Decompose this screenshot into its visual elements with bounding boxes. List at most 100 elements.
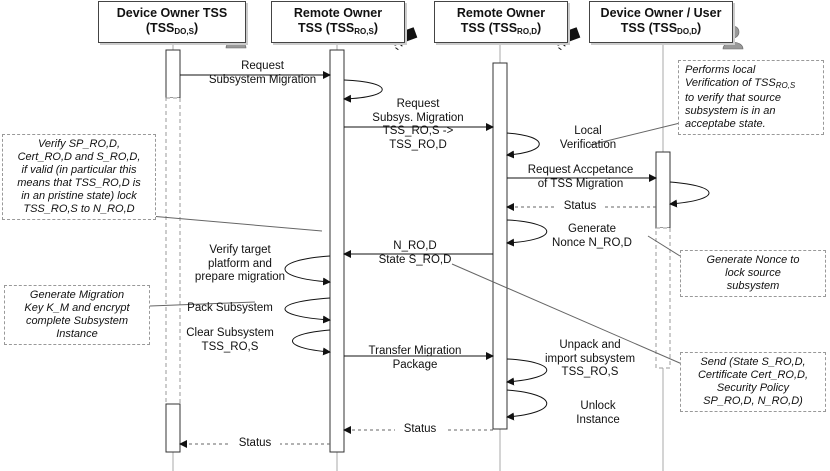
loop-dou-acceptance xyxy=(669,181,710,208)
label-pack-subsystem: Pack Subsystem xyxy=(187,302,273,314)
label-line: TSS_RO,D xyxy=(389,138,447,151)
loop-ro-d-local-verification xyxy=(506,132,540,159)
subtitle-pre: TSS (TSS xyxy=(298,21,355,35)
participant-subtitle: TSS (TSSRO,S) xyxy=(272,21,404,39)
activation-do-dashed xyxy=(165,97,181,405)
participant-title: Remote Owner xyxy=(293,6,383,20)
label-generate-nonce: Generate Nonce N_RO,D xyxy=(542,223,642,250)
participant-title: Device Owner TSS xyxy=(116,6,228,20)
note-sub: RO,S xyxy=(775,81,796,90)
note-line: complete Subsystem xyxy=(25,315,129,327)
loop-ro-d-unpack xyxy=(506,358,548,386)
label-line: TSS_RO,S xyxy=(561,366,619,378)
subtitle-post: ) xyxy=(373,21,378,35)
label-transfer-migration: Transfer Migration Package xyxy=(350,345,480,372)
connector-verify-sp xyxy=(149,215,323,232)
label-line: TSS_RO,S -> xyxy=(382,125,454,137)
label-line: Subsys. Migration xyxy=(372,111,464,124)
label-status-3: Status xyxy=(230,437,280,451)
label-clear-subsystem: Clear Subsystem TSS_RO,S xyxy=(180,327,280,354)
connector-generate-key xyxy=(149,301,256,307)
note-line: in an pristine state) lock xyxy=(21,190,137,202)
label-unlock-instance: Unlock Instance xyxy=(558,400,638,427)
participant-title: Remote Owner xyxy=(456,6,546,20)
note-line: SP_RO,D, N_RO,D) xyxy=(703,395,803,407)
activation-dou xyxy=(655,151,671,229)
label-line: Subsystem Migration xyxy=(208,73,317,86)
label-line: Request Accpetance xyxy=(527,164,634,176)
note-line: acceptabe state. xyxy=(685,118,766,130)
label-unpack-import: Unpack and import subsystem TSS_RO,S xyxy=(530,339,650,380)
loop-ro-s-clear xyxy=(292,329,331,356)
subtitle-sub: DO,S xyxy=(174,27,194,36)
loop-ro-d-generate-nonce xyxy=(506,219,548,247)
subtitle-sub: DO,D xyxy=(677,27,698,36)
note-line: Send (State S_RO,D, xyxy=(700,356,806,368)
note-line: Key K_M and encrypt xyxy=(24,302,130,314)
participant-subtitle: TSS (TSSDO,D) xyxy=(590,21,732,39)
label-line: State S_RO,D xyxy=(378,253,452,266)
subtitle-pre: TSS (TSS xyxy=(460,21,518,35)
loop-ro-s-after-request xyxy=(343,79,383,103)
connector-local-verif xyxy=(589,122,681,146)
note-line: Certificate Cert_RO,D, xyxy=(697,369,809,381)
label-line: Transfer Migration xyxy=(368,345,462,357)
label-line: Instance xyxy=(576,413,620,426)
label-local-verification: Local Verification xyxy=(548,125,628,152)
note-line: Instance xyxy=(56,328,98,340)
subtitle-sub: RO,D xyxy=(517,27,538,36)
note-line: subsystem is in an xyxy=(685,105,776,117)
label-line: Unlock xyxy=(580,400,616,412)
activation-ro-d xyxy=(492,62,508,430)
note-line: Verify SP_RO,D, xyxy=(37,138,121,150)
note-line: if valid (in particular this xyxy=(21,164,137,176)
label-verify-target: Verify target platform and prepare migra… xyxy=(185,244,295,285)
activation-do-top xyxy=(165,49,181,99)
connector-generate-nonce xyxy=(647,235,681,257)
participant-title: Device Owner / User xyxy=(600,6,722,20)
label-line: import subsystem xyxy=(544,352,636,365)
label-nro-state: N_RO,D State S_RO,D xyxy=(365,240,465,267)
label-request-subsystem-migration: Request Subsystem Migration xyxy=(190,60,335,87)
subtitle-pre: (TSS xyxy=(145,21,175,35)
subtitle-post: ) xyxy=(193,21,199,35)
subtitle-post: ) xyxy=(697,21,702,35)
label-request-subsys-migration: Request Subsys. Migration TSS_RO,S -> TS… xyxy=(348,98,488,152)
label-status-1: Status xyxy=(555,200,605,214)
label-line: Local xyxy=(574,125,602,137)
note-line: lock source xyxy=(725,267,781,279)
label-line: Request xyxy=(241,60,284,72)
label-line: Nonce N_RO,D xyxy=(552,236,632,249)
note-generate-key: Generate Migration Key K_M and encrypt c… xyxy=(4,285,150,345)
label-line: Verify target xyxy=(209,244,271,256)
subtitle-pre: TSS (TSS xyxy=(620,21,678,35)
label-line: platform and xyxy=(208,257,272,270)
loop-ro-s-pack xyxy=(284,297,331,324)
participant-remote-owner-tss-s: Remote Owner TSS (TSSRO,S) xyxy=(271,1,405,43)
participant-subtitle: (TSSDO,S) xyxy=(99,21,245,39)
note-verify-sp: Verify SP_RO,D, Cert_RO,D and S_RO,D, if… xyxy=(2,134,156,220)
label-line: N_RO,D xyxy=(393,240,437,252)
label-line: Generate xyxy=(568,223,616,235)
note-line: means that TSS_RO,D is xyxy=(17,177,141,189)
loop-ro-d-unlock xyxy=(506,389,548,421)
note-line: Generate Migration xyxy=(29,289,125,301)
label-line: Package xyxy=(392,358,438,371)
note-send-state: Send (State S_RO,D, Certificate Cert_RO,… xyxy=(680,352,826,412)
label-status-2: Status xyxy=(395,423,445,437)
label-line: prepare migration xyxy=(194,271,286,283)
loop-ro-s-verify-target xyxy=(284,255,331,286)
note-line: TSS_RO,S to N_RO,D xyxy=(23,203,135,215)
note-line: subsystem xyxy=(726,280,780,292)
subtitle-sub: RO,S xyxy=(354,27,374,36)
note-line: Performs local xyxy=(685,64,756,76)
activation-ro-s xyxy=(329,49,345,453)
note-line: Generate Nonce to xyxy=(706,254,800,266)
label-line: Unpack and xyxy=(559,339,621,351)
label-line: Clear Subsystem xyxy=(186,327,274,339)
activation-dou-dashed xyxy=(655,227,671,369)
participant-device-owner-user-tss: Device Owner / User TSS (TSSDO,D) xyxy=(589,1,733,43)
label-line: Request xyxy=(396,98,440,110)
subtitle-post: ) xyxy=(537,21,542,35)
